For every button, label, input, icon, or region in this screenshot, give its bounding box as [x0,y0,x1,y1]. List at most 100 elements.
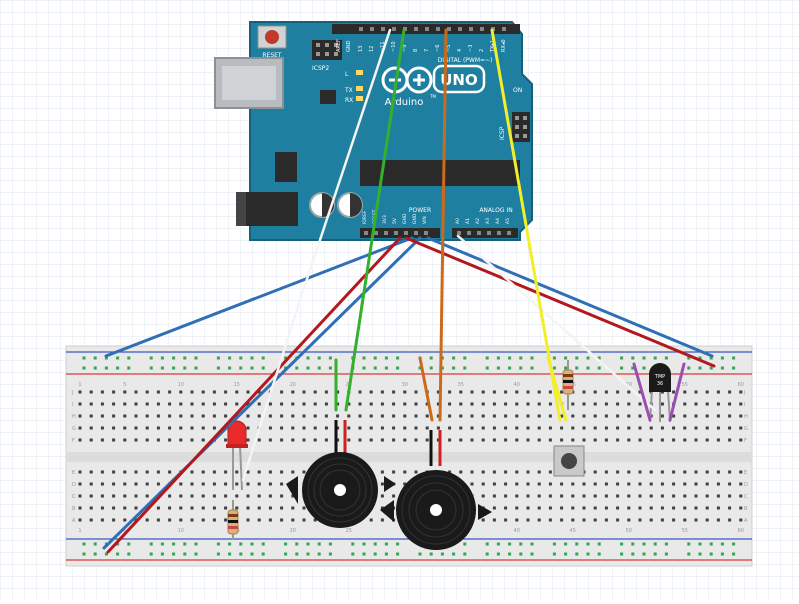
breadboard-hole[interactable] [168,414,172,418]
breadboard-hole[interactable] [112,470,116,474]
breadboard-hole[interactable] [134,426,138,430]
rail-hole[interactable] [194,356,198,360]
breadboard-hole[interactable] [548,426,552,430]
breadboard-hole[interactable] [336,426,340,430]
breadboard-hole[interactable] [716,482,720,486]
rail-hole[interactable] [216,366,220,370]
breadboard-hole[interactable] [537,402,541,406]
digital-pin-hole[interactable] [436,27,440,31]
breadboard-hole[interactable] [414,390,418,394]
breadboard-hole[interactable] [168,426,172,430]
breadboard-hole[interactable] [212,518,216,522]
breadboard-hole[interactable] [481,482,485,486]
breadboard-hole[interactable] [560,426,564,430]
rail-hole[interactable] [552,366,556,370]
rail-hole[interactable] [440,366,444,370]
rail-hole[interactable] [228,542,232,546]
breadboard-hole[interactable] [280,390,284,394]
breadboard-hole[interactable] [257,494,261,498]
breadboard-hole[interactable] [739,506,743,510]
breadboard-hole[interactable] [728,470,732,474]
rail-hole[interactable] [149,542,153,546]
breadboard-hole[interactable] [190,390,194,394]
breadboard-hole[interactable] [492,518,496,522]
rail-hole[interactable] [519,356,523,360]
breadboard-hole[interactable] [78,506,82,510]
breadboard-hole[interactable] [78,470,82,474]
breadboard-hole[interactable] [156,470,160,474]
breadboard-hole[interactable] [246,402,250,406]
analog-pin-hole[interactable] [467,231,471,235]
breadboard-hole[interactable] [123,494,127,498]
wire-orange-pin[interactable] [438,28,448,422]
breadboard-hole[interactable] [683,438,687,442]
rail-hole[interactable] [396,366,400,370]
breadboard-hole[interactable] [716,402,720,406]
breadboard-hole[interactable] [380,438,384,442]
analog-pin-hole[interactable] [497,231,501,235]
rail-hole[interactable] [362,366,366,370]
breadboard-hole[interactable] [313,414,317,418]
power-pin-hole[interactable] [414,231,418,235]
breadboard-hole[interactable] [728,402,732,406]
rail-hole[interactable] [104,552,108,556]
breadboard-hole[interactable] [526,438,530,442]
breadboard-hole[interactable] [179,518,183,522]
breadboard-hole[interactable] [739,482,743,486]
breadboard-hole[interactable] [291,518,295,522]
breadboard-hole[interactable] [212,470,216,474]
breadboard-hole[interactable] [89,414,93,418]
breadboard-hole[interactable] [716,470,720,474]
rail-hole[interactable] [93,356,97,360]
rail-hole[interactable] [373,366,377,370]
breadboard-hole[interactable] [672,518,676,522]
breadboard-hole[interactable] [369,426,373,430]
rail-hole[interactable] [82,542,86,546]
breadboard-hole[interactable] [212,506,216,510]
rail-hole[interactable] [384,552,388,556]
breadboard-hole[interactable] [660,506,664,510]
breadboard-hole[interactable] [257,438,261,442]
breadboard-hole[interactable] [616,438,620,442]
breadboard-hole[interactable] [336,438,340,442]
breadboard-hole[interactable] [728,494,732,498]
breadboard-hole[interactable] [134,470,138,474]
reset-button-cap[interactable] [265,30,279,44]
breadboard-hole[interactable] [683,518,687,522]
breadboard-hole[interactable] [134,494,138,498]
breadboard-hole[interactable] [492,494,496,498]
breadboard-hole[interactable] [112,482,116,486]
breadboard-hole[interactable] [548,402,552,406]
rail-hole[interactable] [149,552,153,556]
breadboard-hole[interactable] [649,426,653,430]
rail-hole[interactable] [93,366,97,370]
breadboard-hole[interactable] [112,402,116,406]
breadboard-hole[interactable] [504,506,508,510]
rail-hole[interactable] [597,356,601,360]
breadboard-hole[interactable] [694,494,698,498]
breadboard-hole[interactable] [459,426,463,430]
breadboard-hole[interactable] [683,390,687,394]
breadboard-hole[interactable] [190,438,194,442]
breadboard-hole[interactable] [123,390,127,394]
breadboard-hole[interactable] [616,518,620,522]
breadboard-hole[interactable] [660,414,664,418]
breadboard-hole[interactable] [414,402,418,406]
breadboard-hole[interactable] [672,506,676,510]
breadboard-hole[interactable] [627,402,631,406]
breadboard-hole[interactable] [660,518,664,522]
rail-hole[interactable] [295,552,299,556]
rail-hole[interactable] [116,542,120,546]
breadboard-hole[interactable] [515,402,519,406]
rail-hole[interactable] [317,552,321,556]
breadboard-hole[interactable] [672,390,676,394]
breadboard-hole[interactable] [100,470,104,474]
breadboard-hole[interactable] [660,402,664,406]
breadboard-hole[interactable] [224,438,228,442]
breadboard-hole[interactable] [291,438,295,442]
breadboard-hole[interactable] [739,402,743,406]
rail-hole[interactable] [597,552,601,556]
breadboard-hole[interactable] [672,438,676,442]
breadboard-hole[interactable] [492,438,496,442]
rail-hole[interactable] [620,356,624,360]
